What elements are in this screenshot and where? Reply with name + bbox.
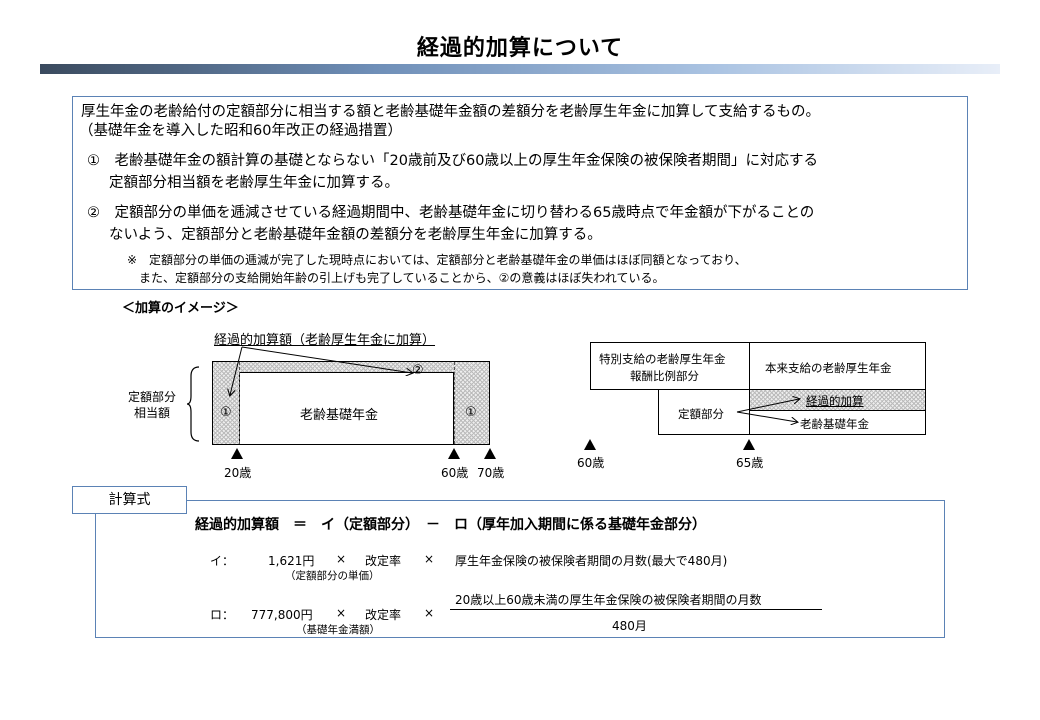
formula-operator: ×: [336, 606, 347, 620]
formula-ro-denominator: 480月: [612, 619, 647, 633]
formula-main: 経過的加算額 ＝ イ（定額部分） － ロ（厚年加入期間に係る基礎年金部分）: [195, 517, 706, 533]
age-label: 20歳: [224, 466, 252, 480]
description-item-2: ② 定額部分の単価を逓減させている経過期間中、老齢基礎年金に切り替わる65歳時点…: [87, 205, 815, 221]
split-arrows: [736, 392, 805, 432]
brace-icon: [186, 366, 200, 442]
transitional-label: 経過的加算: [806, 394, 864, 408]
age-marker-icon: [484, 448, 496, 459]
description-item-1-cont: 定額部分相当額を老齢厚生年金に加算する。: [109, 175, 399, 191]
callout-label: 経過的加算額（老齢厚生年金に加算）: [214, 333, 436, 348]
formula-i-label: イ：: [210, 554, 235, 568]
divider-line: [239, 362, 241, 444]
title-underline-bar: [40, 64, 1000, 74]
transitional-box: [749, 389, 926, 411]
page-title: 経過的加算について: [416, 36, 624, 61]
age-marker-icon: [743, 439, 755, 450]
age-label: 65歳: [736, 456, 764, 470]
description-note-cont: また、定額部分の支給開始年齢の引上げも完了していることから、②の意義はほぼ失われ…: [139, 271, 665, 285]
divider-line: [454, 362, 456, 444]
basic-pension-area: [239, 372, 454, 445]
hatched-block-right: [454, 362, 489, 444]
formula-i-period: 厚生年金保険の被保険者期間の月数(最大で480月): [455, 554, 728, 568]
hatched-block-top: [239, 362, 454, 372]
mark-2: ②: [412, 363, 424, 378]
description-line: （基礎年金を導入した昭和60年改正の経過措置）: [79, 123, 402, 139]
formula-ro-label: ロ：: [210, 608, 235, 622]
side-label: 定額部分: [128, 390, 177, 404]
side-label: 相当額: [134, 406, 171, 420]
callout-arrows: [200, 346, 440, 425]
fraction-bar: [450, 609, 822, 610]
formula-ro-rate: 改定率: [365, 608, 402, 622]
formula-i-note: （定額部分の単価）: [285, 570, 380, 582]
formula-operator: ×: [424, 552, 435, 566]
basic-pension-label: 老齢基礎年金: [300, 408, 379, 423]
basic-pension-label: 老齢基礎年金: [800, 417, 869, 431]
description-line: 厚生年金の老齢給付の定額部分に相当する額と老齢基礎年金額の差額分を老齢厚生年金に…: [81, 104, 821, 120]
basic-pension-box: [749, 410, 926, 435]
description-item-2-cont: ないよう、定額部分と老齢基礎年金額の差額分を老齢厚生年金に加算する。: [109, 227, 602, 243]
formula-operator: ×: [424, 606, 435, 620]
description-item-1: ① 老齢基礎年金の額計算の基礎とならない「20歳前及び60歳以上の厚生年金保険の…: [87, 153, 818, 169]
age-marker-icon: [448, 448, 460, 459]
fixed-part-label: 定額部分: [678, 407, 724, 421]
formula-ro-numerator: 20歳以上60歳未満の厚生年金保険の被保険者期間の月数: [455, 593, 762, 607]
age-label: 70歳: [477, 466, 505, 480]
mark-1-left: ①: [220, 405, 232, 420]
formula-i-amount: 1,621円: [268, 554, 315, 568]
regular-pension-label: 本来支給の老齢厚生年金: [765, 361, 892, 375]
age-marker-icon: [231, 448, 243, 459]
description-box: 厚生年金の老齢給付の定額部分に相当する額と老齢基礎年金額の差額分を老齢厚生年金に…: [72, 96, 968, 290]
formula-box: [95, 500, 945, 638]
formula-operator: ×: [336, 552, 347, 566]
mark-1-right: ①: [465, 405, 477, 420]
special-pension-label: 特別支給の老齢厚生年金: [599, 352, 726, 366]
age-label: 60歳: [577, 456, 605, 470]
description-note: ※ 定額部分の単価の逓減が完了した現時点においては、定額部分と老齢基礎年金の単価…: [127, 253, 747, 267]
image-heading: ＜加算のイメージ＞: [122, 301, 239, 316]
formula-ro-note: （基礎年金満額）: [296, 624, 380, 636]
formula-ro-amount: 777,800円: [251, 608, 313, 622]
special-pension-label: 報酬比例部分: [630, 369, 699, 383]
age-label: 60歳: [441, 466, 469, 480]
formula-i-rate: 改定率: [365, 554, 402, 568]
formula-tab: 計算式: [72, 486, 187, 514]
age-marker-icon: [584, 439, 596, 450]
